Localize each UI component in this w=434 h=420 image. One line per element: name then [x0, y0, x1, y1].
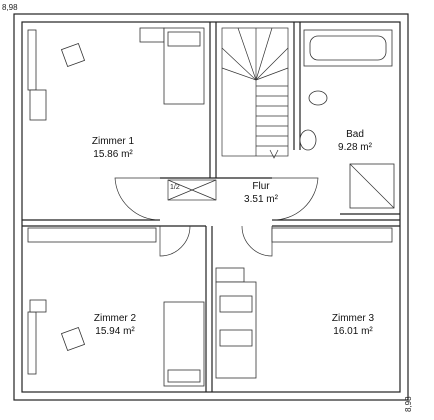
bath-fixtures	[299, 29, 395, 209]
zimmer2-furniture	[27, 227, 205, 387]
dimension-top-left: 8,98	[2, 3, 18, 12]
room-name: Zimmer 2	[93, 313, 137, 324]
room-label-zimmer2: Zimmer 2 15.94 m²	[80, 312, 150, 338]
dimension-right: 8,98	[404, 396, 413, 412]
room-name: Zimmer 1	[91, 136, 135, 147]
room-name: Zimmer 3	[331, 313, 375, 324]
staircase	[221, 27, 289, 159]
zimmer1-furniture	[27, 27, 205, 121]
stair-opening	[167, 179, 217, 201]
interior-walls	[22, 22, 400, 392]
room-area: 15.94 m²	[95, 326, 135, 337]
room-name: Flur	[252, 181, 270, 192]
outer-walls	[13, 13, 409, 401]
stair-marker: 1/2	[170, 184, 180, 191]
room-area: 3.51 m²	[244, 194, 278, 205]
room-label-zimmer3: Zimmer 3 16.01 m²	[318, 312, 388, 338]
room-label-bad: Bad 9.28 m²	[330, 128, 380, 154]
room-name: Bad	[346, 129, 364, 140]
room-area: 9.28 m²	[338, 142, 372, 153]
zimmer3-furniture	[215, 227, 393, 379]
room-area: 15.86 m²	[93, 149, 133, 160]
door-swings	[114, 177, 319, 257]
room-label-zimmer1: Zimmer 1 15.86 m²	[78, 135, 148, 161]
room-area: 16.01 m²	[333, 326, 373, 337]
room-label-flur: Flur 3.51 m²	[236, 180, 286, 206]
